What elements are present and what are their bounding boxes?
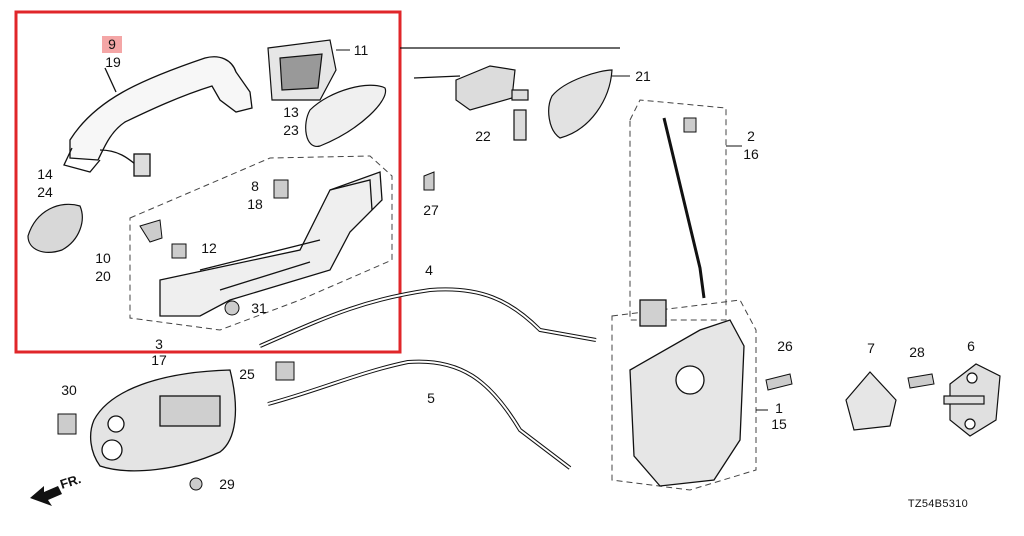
part-label-25: 25 bbox=[239, 366, 255, 382]
cable-5-inner bbox=[267, 360, 571, 469]
highlight-box bbox=[14, 10, 402, 354]
part-label-11: 11 bbox=[353, 42, 369, 58]
inner-handle bbox=[89, 369, 237, 472]
cable-4-inner bbox=[259, 288, 597, 347]
part-label-22: 22 bbox=[475, 128, 491, 144]
part-label-31: 31 bbox=[251, 300, 267, 316]
part-label-21: 21 bbox=[635, 68, 651, 84]
part-label-14: 14 bbox=[37, 166, 53, 182]
handle-cap bbox=[267, 39, 337, 101]
part-label-27: 27 bbox=[423, 202, 439, 218]
screw-26 bbox=[765, 373, 793, 391]
part-label-9: 9 bbox=[102, 36, 122, 53]
part-label-24: 24 bbox=[37, 184, 53, 200]
part-label-5: 5 bbox=[427, 390, 435, 406]
clip-25 bbox=[275, 361, 295, 381]
part-label-16: 16 bbox=[743, 146, 759, 162]
cylinder-cover bbox=[548, 69, 613, 139]
part-label-10: 10 bbox=[95, 250, 111, 266]
rod-frame bbox=[629, 99, 727, 321]
screw-28 bbox=[907, 373, 935, 389]
part-label-20: 20 bbox=[95, 268, 111, 284]
part-label-1: 1 bbox=[775, 400, 783, 416]
part-label-12: 12 bbox=[201, 240, 217, 256]
striker-shim bbox=[845, 371, 897, 431]
outer-handle bbox=[63, 56, 253, 177]
door-latch bbox=[629, 299, 745, 487]
lock-cylinder bbox=[413, 65, 529, 141]
part-label-13: 13 bbox=[283, 104, 299, 120]
part-label-18: 18 bbox=[247, 196, 263, 212]
part-label-30: 30 bbox=[61, 382, 77, 398]
part-label-7: 7 bbox=[867, 340, 875, 356]
clip-30 bbox=[57, 413, 77, 435]
part-label-6: 6 bbox=[967, 338, 975, 354]
cable-4 bbox=[259, 287, 597, 348]
front-arrow bbox=[30, 486, 62, 506]
part-label-19: 19 bbox=[105, 54, 121, 70]
part-label-15: 15 bbox=[771, 416, 787, 432]
latch-frame bbox=[611, 299, 757, 491]
door-striker bbox=[943, 363, 1001, 437]
part-label-3: 3 bbox=[155, 336, 163, 352]
small-fasteners bbox=[139, 171, 435, 316]
handle-gasket bbox=[305, 84, 387, 147]
part-label-4: 4 bbox=[425, 262, 433, 278]
drawing-code: TZ54B5310 bbox=[907, 498, 968, 510]
screw-29 bbox=[189, 477, 203, 491]
part-label-29: 29 bbox=[219, 476, 235, 492]
part-label-8: 8 bbox=[251, 178, 259, 194]
handle-base bbox=[159, 171, 383, 317]
part-label-26: 26 bbox=[777, 338, 793, 354]
part-label-28: 28 bbox=[909, 344, 925, 360]
part-label-23: 23 bbox=[283, 122, 299, 138]
lock-rod bbox=[662, 117, 706, 299]
cable-5 bbox=[267, 359, 572, 470]
assembly-outline bbox=[129, 155, 393, 331]
part-label-2: 2 bbox=[747, 128, 755, 144]
part-label-17: 17 bbox=[151, 352, 167, 368]
rear-gasket bbox=[27, 203, 83, 253]
